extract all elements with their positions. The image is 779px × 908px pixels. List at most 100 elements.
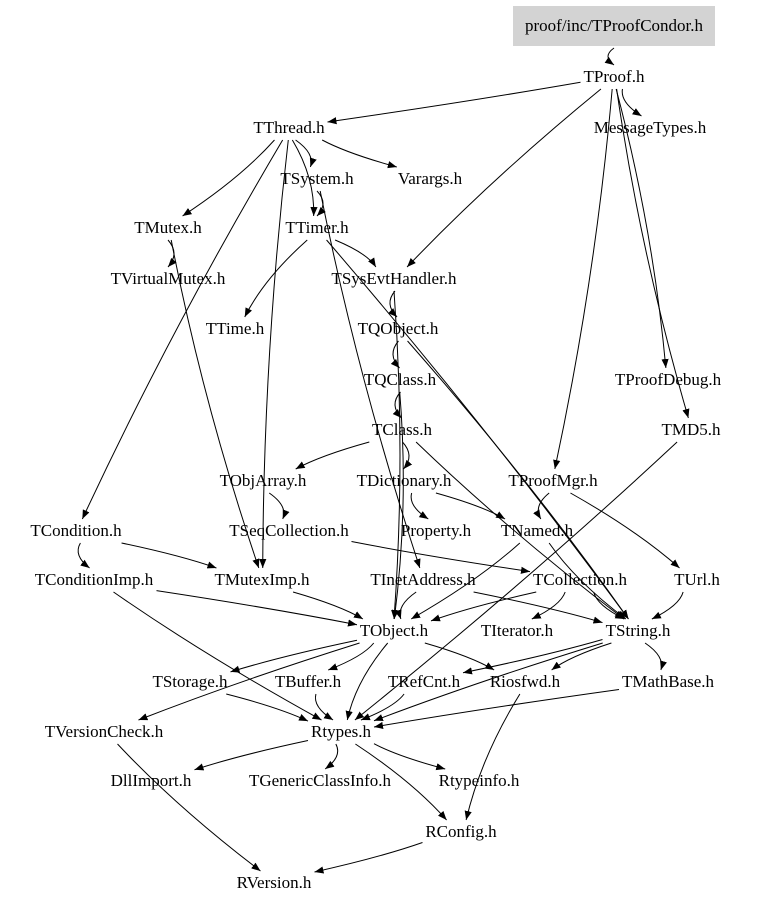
node-tmd5[interactable]: TMD5.h [661,420,721,439]
node-tproofmgr[interactable]: TProofMgr.h [508,471,598,490]
node-tbuffer[interactable]: TBuffer.h [274,672,342,691]
node-tdictionary[interactable]: TDictionary.h [356,471,452,490]
edge-tqobject-to-tstring [407,340,629,620]
node-tstring[interactable]: TString.h [605,621,671,640]
edge-tcondition-to-tmuteximp [121,542,217,569]
node-trefcnt[interactable]: TRefCnt.h [387,672,461,691]
edge-tcollection-to-tobject [430,591,537,622]
edge-condor-to-tproof [604,47,615,66]
edge-tversioncheck-to-rversion [117,743,261,872]
node-tinetaddress[interactable]: TInetAddress.h [370,570,476,589]
edge-tobject-to-tstorage [230,639,358,673]
edge-tsystem-to-tinetaddress [319,190,421,569]
edge-tproofmgr-to-tnamed [533,492,550,520]
node-dllimport[interactable]: DllImport.h [110,771,192,790]
edge-tthread-to-tcondition [81,139,284,520]
node-tmutex[interactable]: TMutex.h [134,218,202,237]
node-tvirtualmutex[interactable]: TVirtualMutex.h [110,269,226,288]
edge-tsysevthandler-to-tqobject [388,290,398,318]
edge-tmuteximp-to-tobject [292,591,364,620]
edge-tbuffer-to-rtypes [314,693,334,721]
edge-tsysevthandler-to-tobject [391,290,401,620]
node-tqobject[interactable]: TQObject.h [357,319,439,338]
edge-tclass-to-tstring [415,441,625,620]
node-tversioncheck[interactable]: TVersionCheck.h [44,722,164,741]
edge-tnamed-to-tobject [410,542,521,620]
edge-tobject-to-rtypes [345,642,389,721]
edge-tmathbase-to-rtypes [373,688,620,729]
node-tqclass[interactable]: TQClass.h [363,370,437,389]
edge-tobjarray-to-tseqcollection [268,492,290,520]
edge-tobject-to-riosfwd [424,642,495,671]
node-tmuteximp[interactable]: TMutexImp.h [214,570,310,589]
edge-rtypes-to-rconfig [355,743,447,821]
node-riosfwd[interactable]: Riosfwd.h [489,672,561,691]
edge-tproof-to-tsysevthandler [406,88,602,268]
node-titerator[interactable]: TIterator.h [480,621,554,640]
edge-tmutex-to-tvirtualmutex [167,239,177,268]
edge-tdictionary-to-property [410,492,429,520]
edge-tinetaddress-to-tobject [394,591,417,620]
node-ttime[interactable]: TTime.h [205,319,265,338]
edge-ttimer-to-tsysevthandler [334,239,377,268]
edge-tstring-to-tmathbase [644,642,667,671]
node-tgenericclassinfo[interactable]: TGenericClassInfo.h [248,771,392,790]
edge-tmd5-to-rtypes [354,441,678,721]
node-rtypes[interactable]: Rtypes.h [311,722,371,741]
edge-tproof-to-tproofmgr [553,88,613,470]
node-ttimer[interactable]: TTimer.h [285,218,349,237]
node-tstorage[interactable]: TStorage.h [152,672,228,691]
edge-tproof-to-tmd5 [616,88,690,419]
edge-tsystem-to-ttimer [316,190,326,217]
edge-tproofmgr-to-turl [570,492,680,569]
node-tproof[interactable]: TProof.h [583,67,645,86]
node-tobject[interactable]: TObject.h [359,621,429,640]
node-rversion[interactable]: RVersion.h [236,873,312,892]
edge-tcollection-to-titerator [531,591,566,620]
edge-tcondition-to-tconditionimp [77,542,90,569]
edge-rtypes-to-dllimport [194,740,309,771]
node-tsysevthandler[interactable]: TSysEvtHandler.h [331,269,457,288]
edge-tqclass-to-tclass [392,391,402,419]
edge-tconditionimp-to-rtypes [113,591,322,721]
edge-tinetaddress-to-tstring [473,591,603,624]
edge-tthread-to-tsystem [295,139,317,168]
node-tthread[interactable]: TThread.h [253,118,325,137]
node-tsystem[interactable]: TSystem.h [280,169,354,188]
edge-tclass-to-tobjarray [295,441,370,470]
edge-tmutex-to-tmuteximp [170,239,260,569]
edge-tstring-to-rtypes [373,642,603,722]
edge-tproof-to-messagetypes [621,88,642,117]
node-tcollection[interactable]: TCollection.h [533,570,627,589]
edge-rtypes-to-tgenericclassinfo [324,743,339,770]
node-tmathbase[interactable]: TMathBase.h [621,672,715,691]
edge-tstorage-to-rtypes [226,693,309,722]
edge-tconditionimp-to-tobject [156,590,358,627]
edge-tstring-to-trefcnt [462,638,603,675]
edge-tnamed-to-tstring [548,542,627,620]
node-condor[interactable]: proof/inc/TProofCondor.h [512,6,716,46]
node-tcondition[interactable]: TCondition.h [30,521,122,540]
node-property[interactable]: Property.h [400,521,472,540]
node-tclass[interactable]: TClass.h [372,420,432,439]
node-rconfig[interactable]: RConfig.h [425,822,497,841]
edge-tcollection-to-tstring [593,591,625,620]
edge-turl-to-tstring [651,591,684,620]
edge-tobject-to-tbuffer [328,642,375,671]
node-tnamed[interactable]: TNamed.h [500,521,574,540]
node-tseqcollection[interactable]: TSeqCollection.h [229,521,349,540]
node-messagetypes[interactable]: MessageTypes.h [593,118,707,137]
edge-tthread-to-ttimer [291,139,318,217]
node-turl[interactable]: TUrl.h [674,570,720,589]
node-tobjarray[interactable]: TObjArray.h [219,471,307,490]
node-rtypeinfo[interactable]: Rtypeinfo.h [438,771,520,790]
edge-tseqcollection-to-tcollection [351,541,531,574]
edge-tproof-to-tproofdebug [615,88,669,369]
node-tconditionimp[interactable]: TConditionImp.h [34,570,154,589]
node-tproofdebug[interactable]: TProofDebug.h [614,370,722,389]
node-varargs[interactable]: Varargs.h [397,169,463,188]
edge-riosfwd-to-rconfig [464,693,521,821]
edge-tproof-to-tthread [327,81,581,125]
edge-tclass-to-tdictionary [402,441,413,470]
